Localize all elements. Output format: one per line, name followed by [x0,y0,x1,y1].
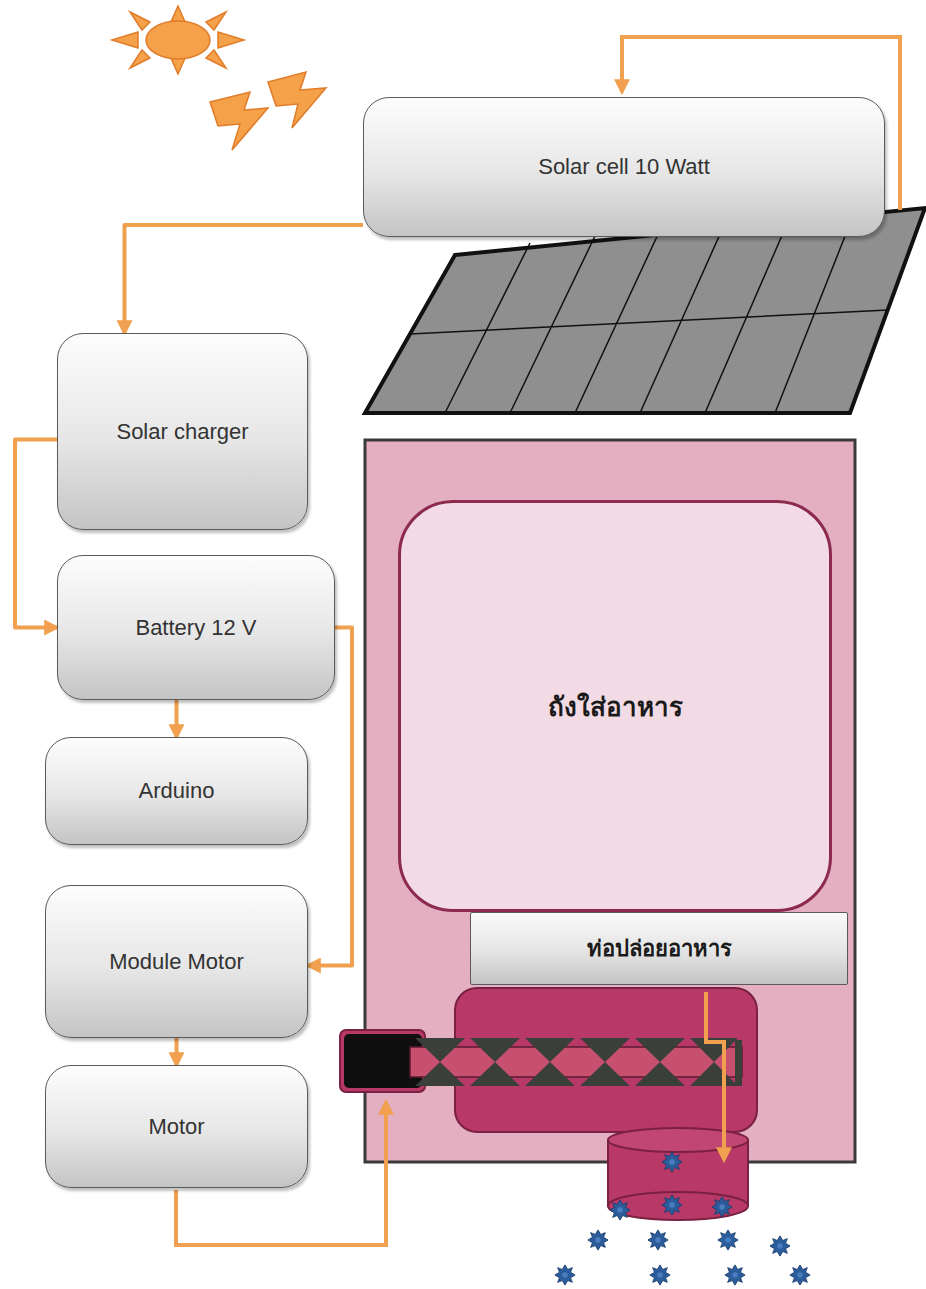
motor-box: Motor [45,1065,308,1188]
food-pellet [725,1265,745,1285]
screw-flights [415,1038,738,1086]
sun-ray [218,32,244,48]
sun [112,6,244,74]
charger-box: Solar charger [57,333,308,530]
food-pellet [650,1265,670,1285]
food-pellet [790,1265,810,1285]
sun-ray [206,50,226,68]
power-line [125,225,364,333]
controller-box: Arduino [45,737,308,845]
food-pellet [662,1152,682,1172]
food-pellet [588,1230,608,1250]
power-line [175,1038,179,1065]
food-outlet-top [608,1128,748,1152]
power-line [175,700,179,737]
node-label: Module Motor [109,949,244,975]
solar-panel [365,208,925,413]
node-label: Arduino [139,778,215,804]
sun-ray [130,12,150,30]
food-pellet [555,1265,575,1285]
driver-box: Module Motor [45,885,308,1038]
node-label: ท่อปล่อยอาหาร [587,931,732,966]
food-outlet-rim [608,1192,748,1220]
node-label: Solar charger [116,419,248,445]
panel-cells [410,211,888,413]
sunlight [210,72,326,150]
sun-ray [130,50,150,68]
lightning-bolt [268,72,326,128]
food-pellet [718,1230,738,1250]
sun-ray [206,12,226,30]
node-label: ถังใส่อาหาร [548,686,683,727]
battery-box: Battery 12 V [57,555,335,700]
food-pellet [648,1230,668,1250]
lightning-bolt [210,92,268,150]
node-label: Solar cell 10 Watt [538,154,710,180]
feeder-housing [365,440,855,1162]
release-tube: ท่อปล่อยอาหาร [470,912,848,985]
screw-shaft [410,1047,742,1077]
food-pellet [610,1200,630,1220]
food-pellets [555,1152,810,1285]
sun-disc [146,21,210,59]
sun-ray [112,32,138,48]
food-pellet [662,1195,682,1215]
solar-cell-box: Solar cell 10 Watt [363,97,885,237]
panel-frame [365,208,925,413]
food-pellet [770,1236,790,1256]
screw-end [735,1040,742,1086]
power-line [15,440,57,628]
food-flow-arrow [706,992,724,1160]
node-label: Battery 12 V [135,615,256,641]
food-pellet [712,1197,732,1217]
node-label: Motor [148,1114,204,1140]
food-tank: ถังใส่อาหาร [398,500,832,912]
